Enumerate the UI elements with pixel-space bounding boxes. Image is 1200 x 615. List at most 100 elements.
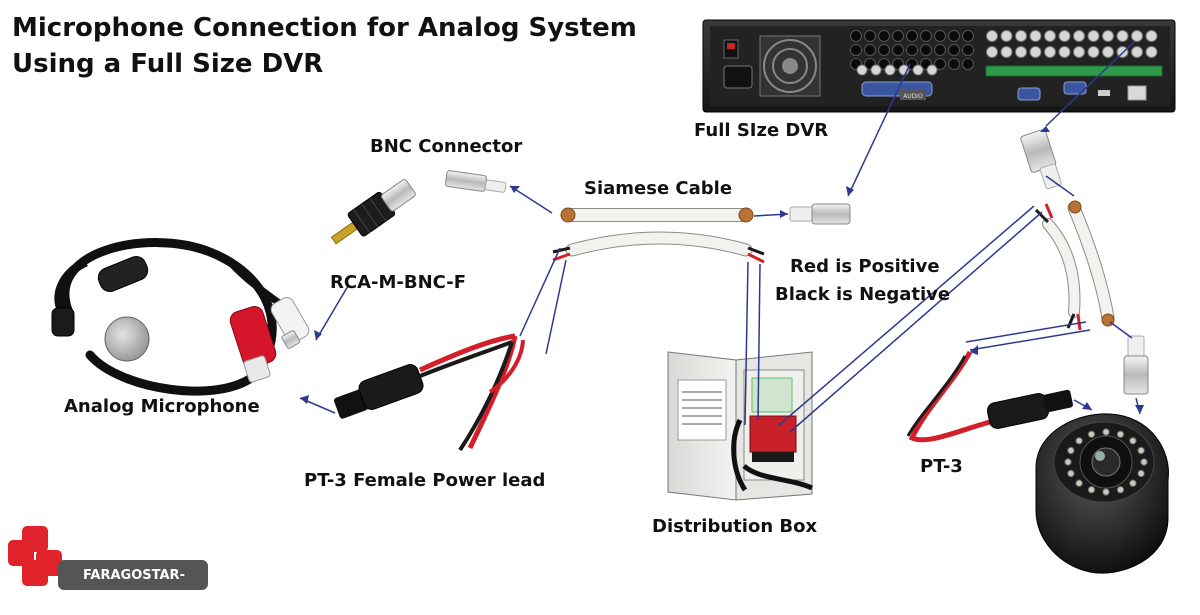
dvr-bnc-port (1087, 30, 1100, 42)
diagram-canvas: AUDIO (8, 10, 1176, 590)
diagram-artwork: AUDIO (8, 19, 1176, 590)
dvr-bnc-port (986, 46, 998, 58)
dvr-bnc-port (1131, 46, 1143, 58)
camera-ir-led (1102, 428, 1110, 436)
siamese-cable-top (560, 207, 754, 223)
dvr-bnc-port (1102, 30, 1114, 42)
dvr-bnc-port (1015, 46, 1027, 58)
dvr-audio-jack (934, 30, 946, 42)
dvr-bnc-port (1073, 46, 1085, 58)
camera-ir-led (1129, 479, 1137, 487)
dvr-audio-jack (962, 58, 974, 70)
label-siamese-cable: Siamese Cable (584, 178, 733, 199)
camera-ir-led (1137, 469, 1145, 478)
dvr-bnc-port (1029, 30, 1042, 42)
dvr-bnc-port (1029, 46, 1042, 58)
dvr-bnc-port (1073, 30, 1085, 42)
dvr-audio-jack (962, 44, 974, 56)
connection-pointer-lines (299, 41, 1141, 433)
label-pt3-female-power-lead: PT-3 Female Power lead (304, 470, 546, 491)
dvr-audio-jack (864, 30, 876, 42)
label-bnc-connector: BNC Connector (370, 136, 523, 157)
label-red-positive: Red is Positive (790, 256, 940, 277)
full-size-dvr: AUDIO (702, 19, 1176, 113)
dvr-bnc-port (926, 64, 938, 76)
dvr-bnc-port (1145, 46, 1158, 58)
camera-ir-led-ring (1064, 428, 1148, 496)
dvr-bnc-port (912, 64, 924, 76)
camera-ir-led (1116, 430, 1125, 438)
dvr-audio-jack (920, 44, 932, 56)
label-distribution-box: Distribution Box (652, 516, 818, 537)
dvr-bnc-port (1044, 46, 1056, 58)
dvr-bnc-port (884, 64, 896, 76)
distribution-box (667, 351, 814, 501)
bnc-connector-dvr-side (789, 203, 851, 225)
label-analog-microphone: Analog Microphone (64, 396, 260, 417)
dvr-audio-jack (934, 44, 946, 56)
camera-ir-led (1067, 469, 1075, 478)
dvr-bnc-port (870, 64, 882, 76)
dvr-audio-jack (864, 44, 876, 56)
label-black-negative: Black is Negative (775, 284, 951, 305)
dvr-audio-jack (878, 44, 890, 56)
dvr-audio-jack (948, 30, 960, 42)
siamese-cable-camera (1034, 200, 1115, 331)
label-rca-m-bnc-f: RCA-M-BNC-F (330, 272, 467, 293)
camera-ir-led (1102, 488, 1110, 496)
bnc-connector-camera-top (1020, 129, 1062, 190)
camera-ir-led (1116, 486, 1125, 494)
pt3-female-power-lead (333, 333, 525, 452)
dvr-bnc-port (1044, 30, 1056, 42)
analog-microphone (51, 238, 310, 396)
dvr-port-array (850, 30, 1158, 76)
title-line-2: Using a Full Size DVR (12, 49, 324, 79)
dvr-audio-label: AUDIO (903, 93, 923, 100)
camera-ir-led (1129, 437, 1137, 445)
camera-ir-led (1064, 458, 1072, 466)
dvr-bnc-port (1058, 46, 1071, 58)
dvr-audio-jack (892, 30, 904, 42)
title-line-1: Microphone Connection for Analog System (12, 13, 637, 43)
dvr-audio-jack (850, 30, 862, 42)
camera-ir-led (1075, 479, 1083, 487)
camera-ir-led (1140, 458, 1148, 466)
faragostar-logo (8, 526, 208, 590)
camera-ir-led (1087, 430, 1096, 438)
bnc-connector-camera-bottom (1123, 335, 1149, 395)
dvr-bnc-port (986, 30, 998, 42)
siamese-cable-bottom (552, 231, 765, 264)
rca-m-bnc-f-adapter (330, 179, 416, 245)
dvr-bnc-port (1015, 30, 1027, 42)
dvr-audio-tag (900, 90, 926, 100)
dvr-bnc-port (1116, 30, 1129, 42)
dvr-bnc-port (856, 64, 868, 76)
camera-ir-led (1075, 437, 1083, 445)
diagram-title: Microphone Connection for Analog System … (12, 10, 637, 82)
dvr-audio-jack (906, 30, 918, 42)
dvr-audio-jack (920, 30, 932, 42)
dvr-bnc-port (1102, 46, 1114, 58)
camera-ir-led (1087, 486, 1096, 494)
bnc-connector-left (444, 170, 507, 193)
dvr-audio-jack (934, 58, 946, 70)
pt3-camera-power-lead (906, 350, 1074, 443)
dvr-audio-jack (948, 58, 960, 70)
dvr-audio-jack (906, 44, 918, 56)
dvr-bnc-port (1131, 30, 1143, 42)
dvr-bnc-port (1087, 46, 1100, 58)
dvr-bnc-port (1000, 46, 1013, 58)
label-pt3: PT-3 (920, 456, 963, 477)
pointer-arrowheads (300, 126, 1144, 414)
dome-camera (1035, 413, 1169, 574)
dvr-audio-jack (850, 44, 862, 56)
dvr-audio-jack (948, 44, 960, 56)
dvr-audio-jack (878, 30, 890, 42)
dvr-audio-jack (892, 44, 904, 56)
dvr-bnc-port (1000, 30, 1013, 42)
dvr-audio-jack (962, 30, 974, 42)
camera-ir-led (1137, 446, 1145, 455)
dvr-bnc-port (1145, 30, 1158, 42)
dvr-bnc-port (1058, 30, 1071, 42)
label-full-size-dvr: Full SIze DVR (694, 120, 829, 141)
